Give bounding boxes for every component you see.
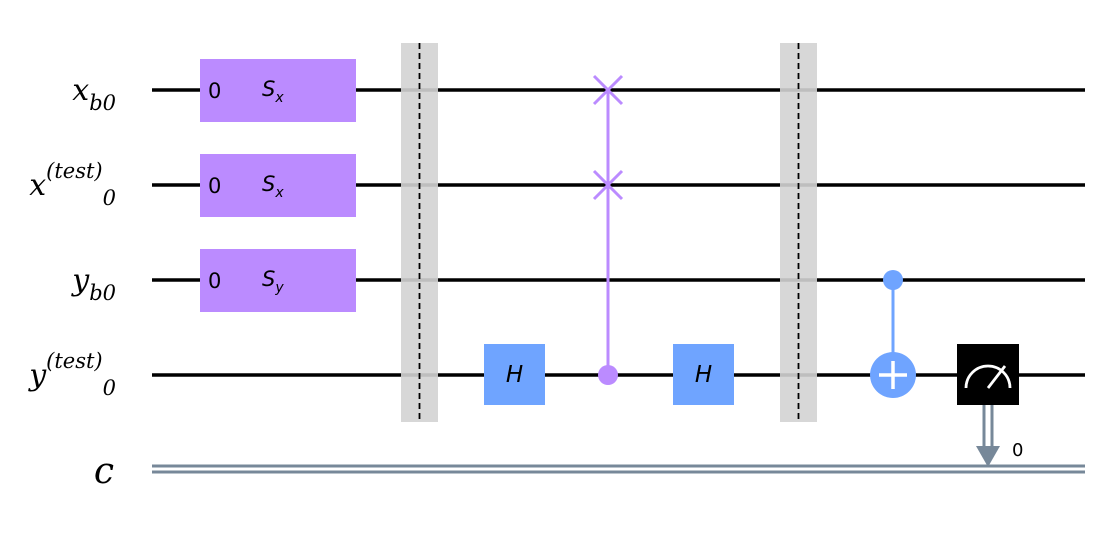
register-label-c: c <box>94 451 114 492</box>
register-label-xtest0: x(test)0 <box>29 159 116 210</box>
h-gate-label: H <box>695 362 712 388</box>
cross-icon <box>592 74 624 106</box>
h-gate-box <box>484 344 545 405</box>
initialize-gate-digit: 0 <box>208 269 221 293</box>
h-gate-label: H <box>506 362 523 388</box>
cnot-control-dot <box>883 270 903 290</box>
barrier-2 <box>780 43 817 422</box>
initialize-gate-digit: 0 <box>208 174 221 198</box>
meter-icon <box>964 364 1012 389</box>
controlled-swap <box>592 74 624 385</box>
register-label-yb0: yb0 <box>70 263 116 305</box>
h-gate-2: H <box>673 344 734 405</box>
cnot-gate <box>870 270 916 398</box>
h-gate-box <box>673 344 734 405</box>
measure-arrow <box>976 446 1000 467</box>
initialize-gate-yb0: 0 Sy <box>200 249 356 312</box>
initialize-gate-xtest0: 0 Sx <box>200 154 356 217</box>
initialize-gate-label: Sx <box>262 172 284 201</box>
h-gate-1: H <box>484 344 545 405</box>
register-label-xb0: xb0 <box>72 73 116 115</box>
initialize-gate-box <box>200 249 356 312</box>
plus-circle-icon <box>870 352 916 398</box>
barrier-1 <box>401 43 438 422</box>
initialize-gate-label: Sx <box>262 77 284 106</box>
cross-icon <box>592 169 624 201</box>
initialize-gate-box <box>200 154 356 217</box>
initialize-gate-label: Sy <box>262 267 284 296</box>
measure-gate: 0 <box>957 344 1023 467</box>
measure-bit-index: 0 <box>1012 440 1023 461</box>
measure-box <box>957 344 1019 405</box>
initialize-gate-digit: 0 <box>208 79 221 103</box>
initialize-gate-xb0: 0 Sx <box>200 59 356 122</box>
register-label-ytest0: y(test)0 <box>27 349 116 400</box>
initialize-gate-box <box>200 59 356 122</box>
swap-control-dot <box>598 365 618 385</box>
classical-wire-c <box>152 464 1085 474</box>
